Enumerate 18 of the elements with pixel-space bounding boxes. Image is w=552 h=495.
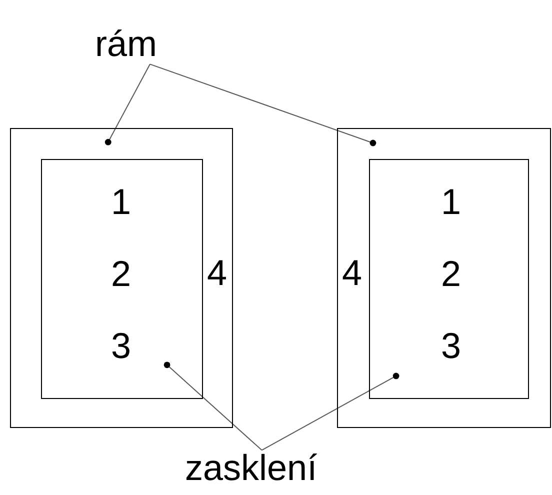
number-label: 1 (441, 180, 462, 224)
number-label: 1 (111, 180, 132, 224)
glass-pane (369, 159, 529, 399)
number-label: 2 (111, 252, 132, 296)
leader-line (150, 64, 376, 146)
number-label: 2 (441, 252, 462, 296)
number-label: 3 (441, 324, 462, 368)
window-frame (337, 128, 551, 428)
callout-label: zasklení (185, 446, 318, 490)
leader-line (261, 372, 400, 451)
number-label: 3 (111, 324, 132, 368)
number-label: 4 (207, 251, 228, 295)
leader-line (164, 362, 262, 451)
leader-line (104, 64, 150, 146)
glass-pane (41, 159, 203, 399)
callout-label: rám (95, 22, 157, 66)
number-label: 4 (342, 251, 362, 295)
window-frame (10, 128, 233, 428)
